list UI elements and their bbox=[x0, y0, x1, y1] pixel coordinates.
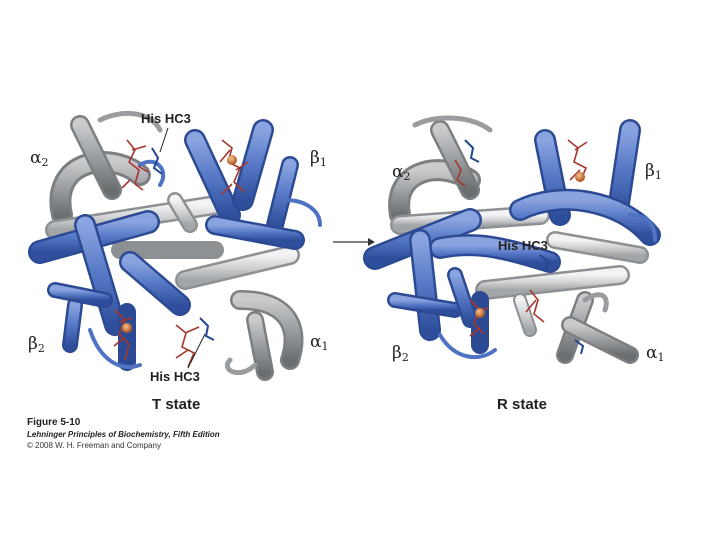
t-beta2-label: β2 bbox=[28, 334, 45, 355]
r-beta1-symbol: β bbox=[645, 161, 655, 181]
r-beta2-subscript: 2 bbox=[401, 351, 409, 364]
figure-caption: Figure 5-10 Lehninger Principles of Bioc… bbox=[27, 417, 220, 450]
iron-atoms bbox=[475, 172, 585, 318]
r-alpha1-label: α1 bbox=[646, 343, 665, 364]
his-hc3-pointers bbox=[159, 127, 206, 369]
transition-arrow-icon bbox=[333, 238, 375, 246]
figure-number: Figure 5-10 bbox=[27, 417, 81, 428]
t-state-label: T state bbox=[152, 396, 201, 413]
his-hc3-sidechains bbox=[151, 147, 215, 341]
t-alpha2-label: α2 bbox=[30, 148, 49, 169]
t-beta2-symbol: β bbox=[28, 334, 38, 354]
copyright-notice: © 2008 W. H. Freeman and Company bbox=[27, 441, 161, 450]
t-beta2-subscript: 2 bbox=[37, 342, 45, 355]
r-state-structure bbox=[363, 115, 661, 364]
iron-atoms bbox=[122, 155, 237, 333]
his-hc3-sidechains bbox=[464, 139, 585, 355]
r-beta2-label: β2 bbox=[392, 343, 409, 364]
book-title: Lehninger Principles of Biochemistry, Fi… bbox=[27, 430, 220, 439]
alpha-subunit-helices bbox=[49, 110, 304, 381]
t-beta1-subscript: 1 bbox=[319, 156, 327, 169]
t-his-hc3-label-top: His HC3 bbox=[141, 111, 191, 126]
r-alpha2-subscript: 2 bbox=[403, 170, 411, 183]
r-beta2-symbol: β bbox=[392, 343, 402, 363]
t-beta1-label: β1 bbox=[310, 148, 327, 169]
beta-subunit-helices bbox=[363, 119, 661, 359]
t-his-hc3-label-bottom: His HC3 bbox=[150, 369, 200, 384]
t-alpha2-subscript: 2 bbox=[41, 156, 49, 169]
t-beta1-symbol: β bbox=[310, 148, 320, 168]
r-alpha2-label: α2 bbox=[392, 162, 411, 183]
r-alpha1-symbol: α bbox=[646, 343, 658, 363]
heme-groups bbox=[113, 139, 249, 368]
t-alpha1-symbol: α bbox=[310, 332, 322, 352]
t-state-structure bbox=[28, 110, 322, 381]
r-beta1-label: β1 bbox=[645, 161, 662, 182]
r-his-hc3-label: His HC3 bbox=[498, 238, 548, 253]
t-alpha1-label: α1 bbox=[310, 332, 329, 353]
t-alpha1-subscript: 1 bbox=[321, 340, 329, 353]
r-alpha2-symbol: α bbox=[392, 162, 404, 182]
t-alpha2-symbol: α bbox=[30, 148, 42, 168]
r-alpha1-subscript: 1 bbox=[657, 351, 665, 364]
r-beta1-subscript: 1 bbox=[654, 169, 662, 182]
r-state-label: R state bbox=[497, 396, 548, 413]
